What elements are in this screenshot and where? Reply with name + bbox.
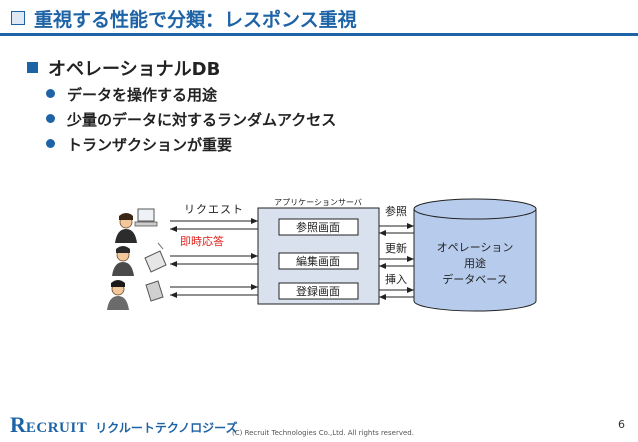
recruit-logo: RECRUIT リクルートテクノロジーズ bbox=[10, 412, 238, 438]
screen-box-register bbox=[278, 282, 359, 300]
screen-box-reference bbox=[278, 218, 359, 236]
screen-label-register: 登録画面 bbox=[296, 284, 340, 298]
screen-label-reference: 参照画面 bbox=[296, 220, 340, 234]
db-op-reference: 参照 bbox=[385, 204, 407, 218]
sub-bullet-text: データを操作する用途 bbox=[67, 86, 218, 104]
screen-box-edit bbox=[278, 252, 359, 270]
logo-kana: リクルートテクノロジーズ bbox=[95, 421, 238, 435]
sub-bullet-text: 少量のデータに対するランダムアクセス bbox=[67, 111, 337, 129]
database-label-line2: 用途 bbox=[464, 256, 486, 270]
request-label: リクエスト bbox=[184, 203, 244, 216]
title-square-icon bbox=[11, 11, 25, 25]
page-number: 6 bbox=[618, 418, 625, 431]
title-bar: 重視する性能で分類：レスポンス重視 bbox=[0, 0, 638, 40]
user-with-tablet-icon bbox=[107, 280, 164, 310]
database-label-line3: データベース bbox=[442, 272, 507, 286]
user-with-laptop-icon bbox=[112, 242, 167, 276]
app-server-label: アプリケーションサーバ bbox=[274, 198, 362, 207]
database-cylinder-icon bbox=[413, 198, 537, 312]
logo-initial: R bbox=[10, 412, 26, 437]
logo-wordmark: ECRUIT bbox=[25, 420, 88, 436]
user-with-monitor-icon bbox=[115, 208, 158, 243]
sub-bullet-text: トランザクションが重要 bbox=[67, 136, 233, 154]
db-op-update: 更新 bbox=[385, 241, 407, 255]
sub-bullet: データを操作する用途 bbox=[46, 84, 217, 105]
page-title: 重視する性能で分類：レスポンス重視 bbox=[34, 9, 357, 31]
round-bullet-icon bbox=[46, 114, 55, 123]
title-underline bbox=[0, 33, 638, 36]
square-bullet-icon bbox=[27, 62, 38, 73]
database-label-line1: オペレーション bbox=[437, 241, 514, 254]
db-op-insert: 挿入 bbox=[385, 272, 407, 286]
response-label: 即時応答 bbox=[180, 234, 224, 248]
main-bullet: オペレーショナルDB bbox=[27, 55, 220, 81]
screen-label-edit: 編集画面 bbox=[296, 254, 340, 268]
round-bullet-icon bbox=[46, 89, 55, 98]
main-bullet-text: オペレーショナルDB bbox=[48, 59, 221, 80]
copyright-text: (C) Recruit Technologies Co.,Ltd. All ri… bbox=[232, 429, 414, 437]
sub-bullet: 少量のデータに対するランダムアクセス bbox=[46, 109, 336, 130]
round-bullet-icon bbox=[46, 139, 55, 148]
sub-bullet: トランザクションが重要 bbox=[46, 134, 232, 155]
